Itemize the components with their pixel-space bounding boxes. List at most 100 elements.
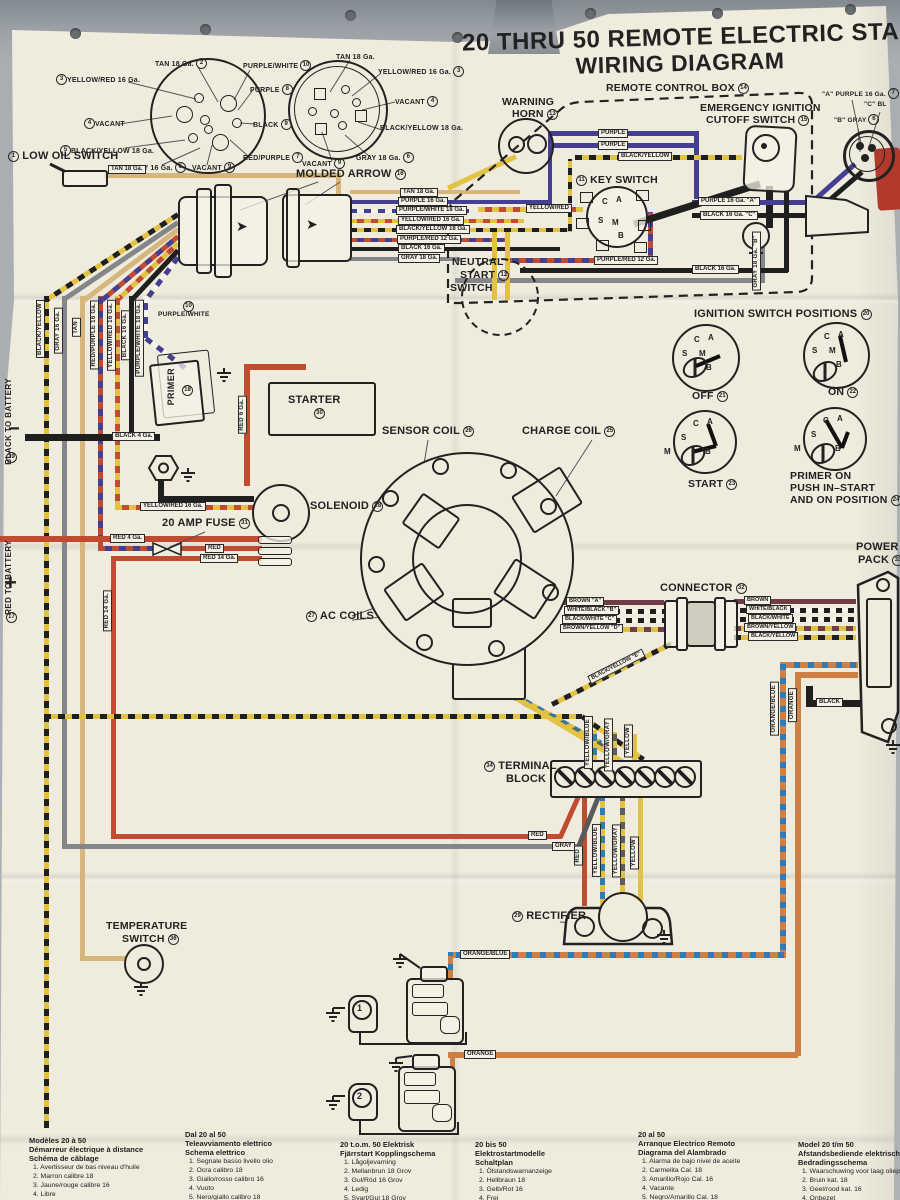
pin-label-black: BLACK 9 [253, 119, 292, 130]
coil-detail [404, 1090, 440, 1104]
arrow-glyph: ➤ [306, 216, 318, 232]
coil-boot [432, 1104, 452, 1122]
neutral-label3: SWITCH [450, 282, 493, 294]
wire-yellow-neutral [492, 232, 497, 300]
terminal-block-label2: BLOCK [506, 773, 547, 785]
footer-item: 1. Ölstandswarnanzeige [479, 1168, 552, 1175]
terminal-block-label1: 34 TERMINAL [484, 760, 557, 772]
connector-pin [220, 95, 237, 112]
solenoid-post [258, 547, 292, 555]
wire-label-v: TAN [72, 318, 81, 337]
wire-tan [104, 173, 336, 178]
primer-pos-label1: PRIMER ON [790, 470, 852, 482]
key-terminal [634, 242, 647, 253]
term: B [836, 360, 842, 369]
three-pin-connector [843, 130, 895, 182]
starter-num: 30 [314, 408, 325, 419]
terminal-screw [634, 766, 656, 788]
wire-label: BLACK/WHITE "C" [562, 615, 618, 624]
term: B [835, 444, 841, 453]
wire-black-pp-riser [806, 686, 813, 704]
primer-pos-label2: PUSH IN–START [790, 482, 876, 494]
primer-num: 18 [182, 385, 193, 396]
footer-item: 4. Frei [479, 1195, 499, 1200]
low-oil-switch [62, 170, 108, 187]
power-pack-panel [866, 598, 892, 688]
tr-label-c: "C" BL [864, 101, 887, 108]
ac-coils-label: 27 AC COILS [306, 610, 374, 622]
footer-title: 20 bis 50 [475, 1140, 507, 1149]
wire-label-v: BLACK/YELLOW [36, 300, 45, 358]
coil-detail [404, 1072, 436, 1086]
connector-pin [188, 133, 198, 143]
wire-col-red-purple [98, 296, 103, 549]
term: B [706, 363, 712, 372]
wire-red-rect [582, 794, 587, 906]
warning-horn-label1: WARNING [502, 96, 555, 108]
footer-col-spanish: 20 al 50 Arranque Electrico Remoto Diagr… [638, 1130, 798, 1200]
wire-label: BROWN/YELLOW [744, 623, 797, 632]
term: C [602, 197, 608, 206]
footer-title: Model 20 t/m 50 [798, 1140, 854, 1149]
connector-pin [308, 107, 317, 116]
stator-bolt [416, 634, 433, 651]
rectifier-ear [574, 916, 595, 937]
wire-label-gray18B: GRAY 18 Ga. "B" [752, 232, 761, 291]
pin-label-tan: TAN 18 Ga. 2 [155, 58, 207, 69]
wire-label-ob: ORANGE/BLUE [460, 950, 511, 959]
minus-symbol: − [8, 418, 20, 440]
switch-off [672, 324, 740, 392]
footer-item: 1. Alarma de bajo nivel de aceite [642, 1158, 741, 1165]
footer-col-italian: Dal 20 al 50 Teleavviamento elettrico Sc… [185, 1130, 345, 1200]
wire-wb-r [734, 608, 856, 613]
footer-item: 1. Waarschuwing voor laag oliepeil [802, 1168, 900, 1175]
wire-label-ybl: YELLOW/BLUE [584, 716, 593, 769]
footer-title: 20 al 50 [638, 1130, 666, 1139]
term: S [812, 346, 818, 355]
wire-orange-run [448, 1052, 798, 1058]
remote-box-label: REMOTE CONTROL BOX 14 [606, 82, 749, 94]
connector-pin [315, 123, 327, 135]
connector-pin [338, 121, 347, 130]
connector-pin [314, 88, 326, 100]
wire-label-y2: YELLOW [630, 836, 639, 870]
key-terminal [580, 192, 593, 203]
stator-bolt [368, 556, 385, 573]
term: S [811, 430, 817, 439]
connector-label: CONNECTOR 32 [660, 582, 747, 594]
molded-arrow-label: MOLDED ARROW 16 [296, 168, 406, 180]
wire-col-black-yellow [44, 296, 49, 1128]
pin [861, 154, 869, 162]
footer-title: Bedradingsschema [798, 1158, 868, 1167]
wire-label-v: RED/PURPLE 16 Ga. [90, 300, 99, 370]
wire-label-yr16: YELLOW/RED 16 Ga. [140, 502, 206, 511]
punch-hole [452, 32, 463, 43]
punch-hole [70, 28, 81, 39]
wire-label: BROWN "A" [566, 597, 605, 606]
punch-hole [845, 4, 856, 15]
wire-black-4ga [25, 434, 160, 441]
wire-ybl-v [592, 730, 597, 762]
primer-label: PRIMER [166, 368, 176, 406]
plug-2-number: 2 [357, 1091, 363, 1101]
wire-label-black: BLACK [816, 698, 843, 707]
switch-primer [803, 407, 867, 471]
pin-label-purple-white: PURPLE/WHITE 10 [243, 60, 312, 71]
arrow-glyph: ➤ [236, 218, 248, 234]
key-switch [586, 186, 648, 248]
term: M [829, 346, 836, 355]
stator-bolt [542, 584, 559, 601]
punch-hole [345, 10, 356, 21]
wire-label-black4: BLACK 4 Ga. [112, 432, 156, 441]
footer-item: 3. Jaune/rouge calibre 16 [33, 1182, 110, 1189]
wire-label-yr: YELLOW/RED [526, 204, 572, 213]
wire-black16-riser [784, 190, 789, 272]
stator-bolt [500, 462, 517, 479]
wire-yellow-v [632, 734, 637, 762]
connector-body [686, 601, 716, 647]
pin-label-gray-2: GRAY 18 Ga. 6 [356, 152, 414, 163]
red-to-battery-num: 17 [6, 612, 17, 623]
rectifier-ear [642, 918, 663, 939]
plug-number-circle [352, 1088, 372, 1108]
